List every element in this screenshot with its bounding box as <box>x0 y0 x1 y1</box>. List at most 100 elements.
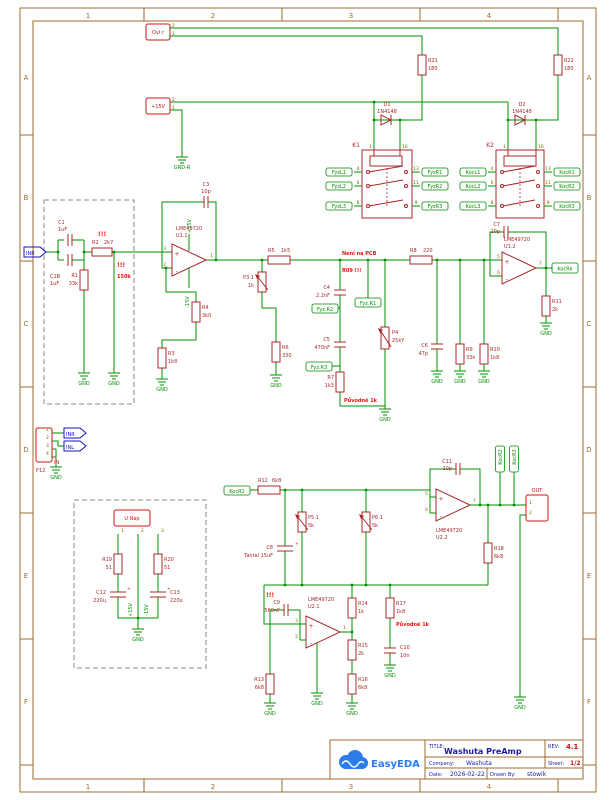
capacitor-C9[interactable]: C9 560nF <box>264 600 289 616</box>
resistor-R21[interactable]: R21 180 <box>417 54 438 76</box>
capacitor-C1[interactable]: C1 1uF <box>58 220 73 246</box>
resistor-R9[interactable]: R9 33k <box>455 343 475 365</box>
netlabel-KocR2-out[interactable]: KocR2 <box>495 445 505 473</box>
resistor-R18-value: 6k8 <box>494 554 503 560</box>
resistor-R11[interactable]: R11 2k <box>541 295 562 317</box>
resistor-R10[interactable]: R10 1k8 <box>479 343 500 365</box>
resistor-R20[interactable]: R20 51 <box>153 553 174 575</box>
resistor-R13[interactable]: R13 6k8 <box>254 673 275 695</box>
capacitor-C7[interactable]: C7 10p <box>490 222 509 238</box>
wire-mid-filters[interactable] <box>261 260 485 407</box>
netlabel-psu-m15[interactable]: -15V <box>144 604 150 616</box>
drawn-by-value: stowik <box>527 771 547 778</box>
wire-input-network[interactable] <box>46 239 164 370</box>
netlabels-K1[interactable]: FyzL1 FyzL2 FyzL3 FyzR1 FyzR2 FyzR3 <box>325 167 449 211</box>
connector-OUT[interactable]: OUT 1 2 <box>525 488 549 522</box>
resistor-R7[interactable]: R7 1k3 <box>325 371 345 393</box>
resistor-R15[interactable]: R15 2k <box>347 639 368 661</box>
netlabel-FyzR2-mid[interactable]: Fyz.R2 <box>311 303 339 314</box>
netlabel-kocr1-text: KocR1 <box>229 489 245 495</box>
resistor-R12[interactable]: R12 6k8 <box>257 478 281 495</box>
capacitor-C8-value: Tantal 15uF <box>243 553 273 559</box>
capacitor-C4[interactable]: C4 2.2nF <box>316 285 346 299</box>
diode-D2[interactable]: D2 1N4148 <box>508 102 536 126</box>
netlabel-psu-p15[interactable]: +15V <box>128 602 134 617</box>
port-INR-top[interactable]: INR <box>23 246 47 258</box>
resistor-R1[interactable]: R1 33k <box>69 269 89 291</box>
wire-output-mixer[interactable] <box>250 489 489 586</box>
resistor-R8[interactable]: R8 220 <box>409 248 433 265</box>
gnd-symbol[interactable] <box>175 153 189 164</box>
wire-u12-output[interactable] <box>489 231 552 320</box>
capacitor-C6[interactable]: C6 47p <box>418 343 443 357</box>
resistor-R14[interactable]: R14 1k <box>347 597 368 619</box>
diode-D1[interactable]: D1 1N4148 <box>374 102 400 126</box>
wire-u11-feedback[interactable] <box>161 201 217 376</box>
capacitor-C3[interactable]: C3 10p <box>201 182 211 208</box>
annotation-not-on-pcb[interactable]: Není na PCB <box>342 250 377 257</box>
netlabel-FyzR1: FyzR1 <box>428 170 443 176</box>
resistor-R22[interactable]: R22 180 <box>553 54 574 76</box>
opamp-U1.2[interactable]: + - 5 6 7 LME49720 U1.2 <box>497 237 542 285</box>
annotation-150k[interactable]: 150k <box>117 274 131 280</box>
annotation-bang-150k[interactable]: !!! <box>117 262 125 269</box>
resistor-R6[interactable]: R6 330 <box>271 341 292 363</box>
relay-K2[interactable]: K2 1 16 4 13 6 11 8 9 <box>486 142 552 219</box>
connector-UNap[interactable]: U Nap 1 2 3 <box>113 509 164 534</box>
netlabel-KocR3-out[interactable]: KocR3 <box>509 445 519 473</box>
annotation-orig1k-r7[interactable]: Původně 1k <box>344 397 378 404</box>
netlabel-FyzR3-mid[interactable]: Fyz.R3 <box>305 361 333 372</box>
capacitor-C13[interactable]: + C13 220u <box>150 586 183 604</box>
wire-u21-servo[interactable] <box>263 585 391 700</box>
resistor-R18[interactable]: R18 6k8 <box>483 542 504 564</box>
resistor-R2[interactable]: R2 2k7 <box>91 240 113 257</box>
capacitor-C1B[interactable]: C1B 1uF <box>50 254 73 287</box>
wire-u22-output[interactable] <box>429 468 526 694</box>
port-INR-bottom[interactable]: INR <box>63 427 87 439</box>
resistor-R17[interactable]: R17 1k8 <box>385 597 406 619</box>
capacitor-C8[interactable]: + C8 Tantal 15uF <box>243 541 299 559</box>
capacitor-C5[interactable]: C5 470nF <box>314 337 346 351</box>
netlabel-KocRk[interactable]: KocRk <box>551 262 579 274</box>
opamp-U2.1[interactable]: + - 3 2 1 LME49720 U2.1 <box>295 597 346 649</box>
capacitor-C12[interactable]: + C12 220u <box>93 586 131 604</box>
netlabels-K2[interactable]: KocL1 KocL2 KocL3 KocR1 KocR2 KocR3 <box>459 167 581 211</box>
annotation-r09[interactable]: R09 !!! <box>342 268 361 274</box>
port-INL[interactable]: INL <box>63 440 87 452</box>
frame-col-top-4: 4 <box>487 12 492 20</box>
opamp-U1.1[interactable]: + - 3 2 1 LME49720 U1.1 <box>163 226 213 277</box>
netlabel-fyzr3-text: Fyz.R3 <box>311 365 327 371</box>
resistor-R20-ref: R20 <box>164 557 174 563</box>
resistor-R19[interactable]: R19 51 <box>102 553 123 575</box>
netlabel-KocR1-mixer[interactable]: KocR1 <box>223 485 251 496</box>
resistor-R16[interactable]: R16 6k8 <box>347 673 368 695</box>
trimmer-P4[interactable]: P4 25kY <box>378 326 405 350</box>
resistor-R3[interactable]: R3 1k8 <box>157 347 177 369</box>
connector-15v[interactable]: +15V 2 1 <box>145 97 178 115</box>
netlabel-FyzR1-mid[interactable]: Fyz.R1 <box>354 297 382 308</box>
annotation-bang-c9[interactable]: !!! <box>266 592 274 599</box>
title-label: TITLE: <box>428 744 445 750</box>
trimmer-P3.1[interactable]: P3.1 1k <box>243 271 269 293</box>
trimmer-P6.1[interactable]: P6.1 5k <box>359 511 383 533</box>
capacitor-C10[interactable]: C10 10n <box>384 645 410 659</box>
frame-col-bot-2: 2 <box>211 783 215 791</box>
trimmer-P5.1[interactable]: P5.1 5k <box>295 511 319 533</box>
ground-symbols[interactable]: GND GND GND GND GND GND GND GND GND GND … <box>49 319 553 717</box>
netlabel-u11-m15[interactable]: -15V <box>185 296 191 308</box>
wire-p12-input[interactable] <box>52 432 64 464</box>
resistor-R4[interactable]: R4 3k0 <box>191 301 211 323</box>
connector-ovlr[interactable]: Ovl.r 2 1 <box>145 23 178 41</box>
wire-relay-control[interactable] <box>178 27 559 154</box>
annotation-orig1k-r17[interactable]: Původně 1k <box>396 621 430 628</box>
frame-row-left-D: D <box>23 446 28 454</box>
resistor-R5[interactable]: R5 1k5 <box>267 248 291 265</box>
netlabel-u11-p15[interactable]: +15V <box>187 218 193 233</box>
capacitor-C11[interactable]: C11 10p <box>442 459 461 475</box>
resistor-R13-ref: R13 <box>254 677 264 683</box>
wire-psu[interactable] <box>117 534 159 626</box>
annotation-bang-r2[interactable]: !!! <box>98 231 106 238</box>
relay-K1[interactable]: K1 1 16 4 13 6 11 8 9 <box>352 142 420 219</box>
opamp-U2.2[interactable]: + - 5 6 7 LME49720 U2.2 <box>425 488 476 541</box>
connector-P12[interactable]: 1 2 3 4 IN P12 <box>35 427 59 474</box>
